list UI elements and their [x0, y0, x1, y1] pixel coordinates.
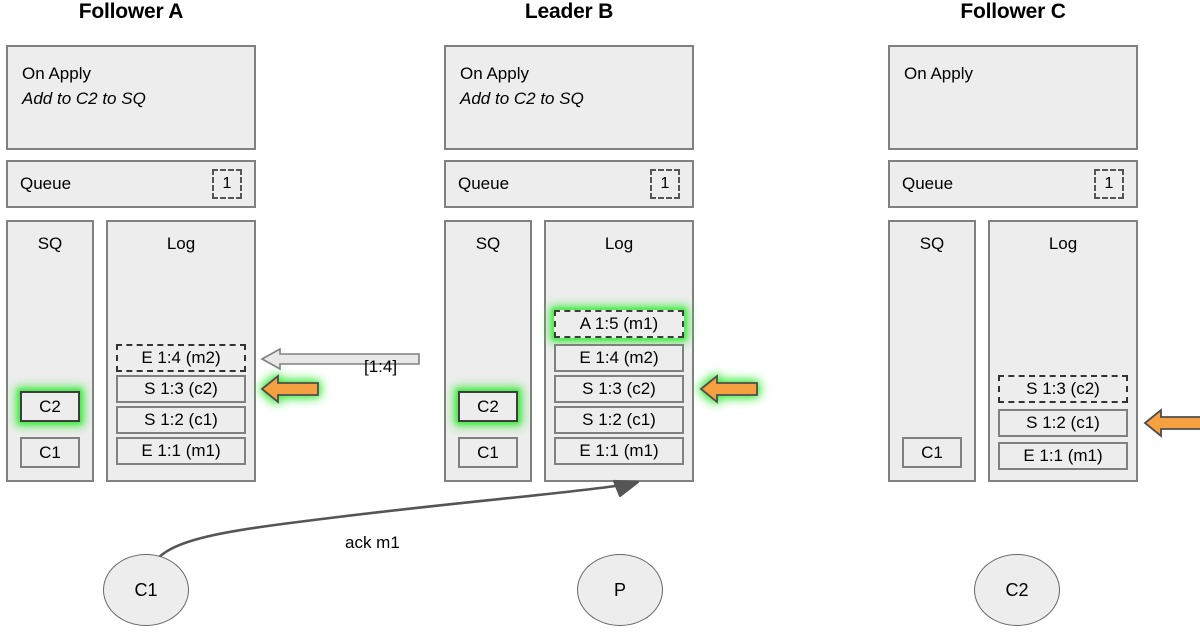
on-apply-action: Add to C2 to SQ	[460, 89, 584, 108]
log-entry: E 1:1 (m1)	[554, 437, 684, 465]
node-follower-c: Follower C On Apply Queue 1 SQ C1 Log S …	[888, 0, 1138, 485]
log-entry: S 1:2 (c1)	[554, 406, 684, 434]
log-panel-follower-c: Log	[988, 220, 1138, 482]
sq-entry: C1	[902, 437, 962, 468]
sq-entry: C1	[458, 437, 518, 468]
queue-count-badge: 1	[1094, 169, 1124, 199]
queue-count-badge: 1	[650, 169, 680, 199]
log-entry: S 1:2 (c1)	[998, 409, 1128, 437]
queue-panel-follower-c: Queue 1	[888, 160, 1138, 208]
log-header: Log	[604, 234, 634, 253]
sq-entry: C1	[20, 437, 80, 468]
node-title-follower-c: Follower C	[960, 0, 1066, 23]
queue-count-badge: 1	[212, 169, 242, 199]
node-follower-a: Follower A On Apply Add to C2 to SQ Queu…	[6, 0, 256, 485]
on-apply-panel-follower-c: On Apply	[888, 45, 1138, 150]
actor-p[interactable]: P	[577, 554, 663, 626]
node-leader-b: Leader B On Apply Add to C2 to SQ Queue …	[444, 0, 694, 485]
log-entry: S 1:2 (c1)	[116, 406, 246, 434]
log-header: Log	[1048, 234, 1078, 253]
log-entry: E 1:1 (m1)	[998, 442, 1128, 470]
sq-header: SQ	[919, 234, 945, 253]
actor-c1[interactable]: C1	[103, 554, 189, 626]
log-entry: A 1:5 (m1)	[554, 310, 684, 338]
commit-arrow-follower-c	[1143, 408, 1200, 438]
queue-label: Queue	[20, 174, 72, 193]
node-title-follower-a: Follower A	[78, 0, 184, 23]
on-apply-heading: On Apply	[460, 64, 529, 83]
log-entry: E 1:4 (m2)	[554, 344, 684, 372]
node-title-leader-b: Leader B	[524, 0, 614, 23]
commit-arrow-leader-b	[699, 374, 758, 404]
on-apply-panel-follower-a: On Apply Add to C2 to SQ	[6, 45, 256, 150]
queue-label: Queue	[902, 174, 954, 193]
sq-entry: C2	[20, 391, 80, 422]
queue-label: Queue	[458, 174, 510, 193]
log-entry: S 1:3 (c2)	[554, 375, 684, 403]
log-entry: S 1:3 (c2)	[998, 375, 1128, 403]
ack-m1-label: ack m1	[345, 533, 400, 552]
queue-panel-leader-b: Queue 1	[444, 160, 694, 208]
replication-arrow-gray	[260, 347, 420, 371]
log-entry: S 1:3 (c2)	[116, 375, 246, 403]
log-entry: E 1:4 (m2)	[116, 344, 246, 372]
queue-panel-follower-a: Queue 1	[6, 160, 256, 208]
on-apply-heading: On Apply	[22, 64, 91, 83]
actor-c2[interactable]: C2	[974, 554, 1060, 626]
sq-entry: C2	[458, 391, 518, 422]
log-header: Log	[166, 234, 196, 253]
ack-m1-edge	[148, 479, 640, 572]
on-apply-heading: On Apply	[904, 64, 973, 83]
on-apply-action: Add to C2 to SQ	[22, 89, 146, 108]
sq-header: SQ	[37, 234, 63, 253]
on-apply-panel-leader-b: On Apply Add to C2 to SQ	[444, 45, 694, 150]
sq-header: SQ	[475, 234, 501, 253]
log-entry: E 1:1 (m1)	[116, 437, 246, 465]
commit-arrow-follower-a	[260, 374, 319, 404]
replication-arrow-label: [1:4]	[364, 357, 398, 376]
